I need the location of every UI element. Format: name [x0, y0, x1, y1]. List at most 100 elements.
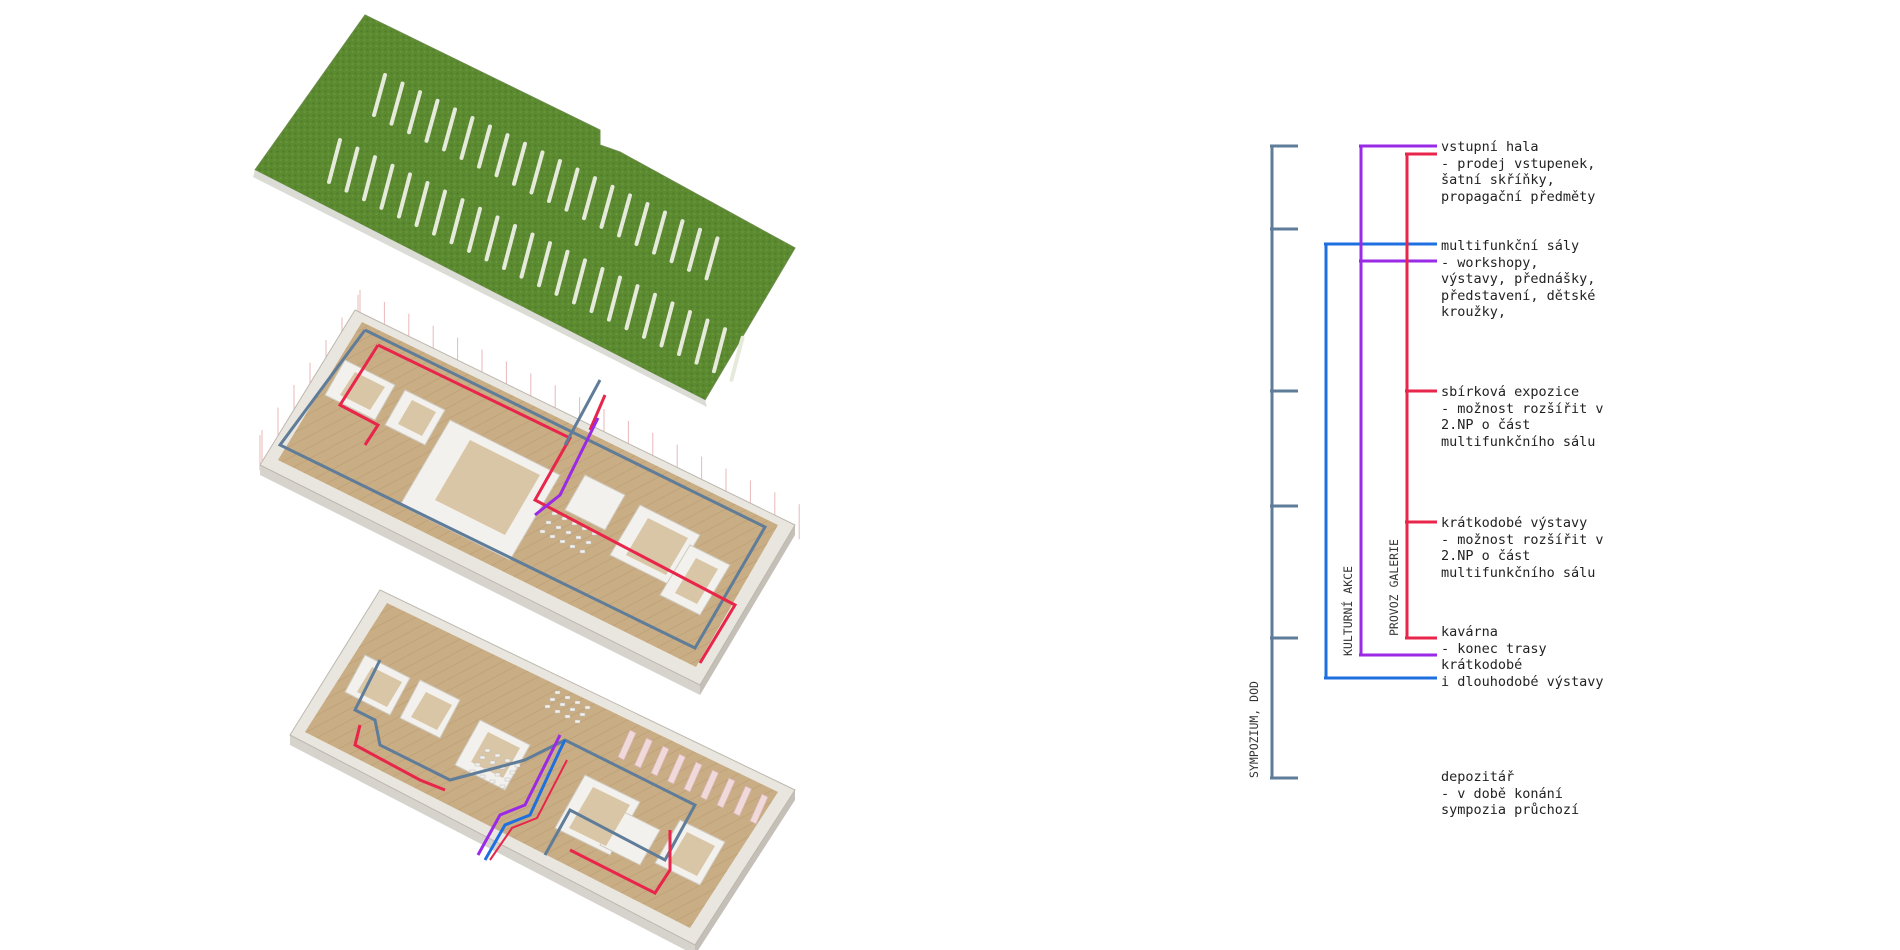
skylight: [327, 138, 342, 184]
program-item-line: kroužky,: [1441, 304, 1506, 320]
upper-floor-room-interiors: [340, 372, 718, 604]
skylight: [459, 116, 475, 160]
ground-floor-slab-edge-right: [695, 790, 795, 950]
skylight: [424, 98, 440, 143]
seat: [579, 712, 586, 717]
exhibition-bracket: [1405, 152, 1437, 640]
upper-floor-level: [259, 290, 800, 695]
skylight: [599, 184, 615, 229]
program-item-sbirkova-expozice: sbírková expozice - možnost rozšířit v 2…: [1441, 384, 1604, 450]
program-item-line: výstavy, přednášky,: [1441, 271, 1595, 287]
skylight: [519, 232, 535, 279]
skylight: [687, 227, 702, 272]
program-item-line: i dlouhodobé výstavy: [1441, 674, 1604, 690]
program-item-line: 2.NP o část: [1441, 548, 1530, 564]
program-item-line: krátkodobé výstavy: [1441, 515, 1587, 531]
symposium-label: SYMPOZIUM, DOD: [1247, 681, 1261, 778]
ground-exhibition-route: [353, 724, 446, 792]
program-item-line: - prodej vstupenek,: [1441, 156, 1595, 172]
skylight: [572, 258, 587, 305]
shelf: [716, 777, 736, 809]
program-item-line: multifunkční sály: [1441, 238, 1579, 254]
skylight: [659, 301, 675, 348]
seat: [555, 525, 562, 530]
cultural-events-bracket: [1324, 242, 1437, 680]
program-item-line: multifunkčního sálu: [1441, 565, 1595, 581]
seat: [499, 784, 506, 789]
skylight: [607, 275, 622, 322]
seating: [539, 511, 598, 554]
seat: [559, 702, 566, 707]
seat: [539, 529, 546, 534]
program-item-kavarna: kavárna - konec trasy krátkodobé i dlouh…: [1441, 624, 1604, 690]
upper-vertical-exhibition: [588, 394, 607, 431]
seat: [569, 544, 576, 549]
ground-cultural-route: [483, 739, 567, 861]
seat: [569, 707, 576, 712]
symposium-bracket: [1270, 144, 1298, 780]
shelf: [732, 785, 753, 817]
ground-gallery-route: [476, 734, 562, 856]
seat: [565, 530, 572, 535]
ground-exhibition-entry: [489, 759, 568, 861]
program-item-multifunkcni-saly: multifunkční sály - workshopy, výstavy, …: [1441, 238, 1595, 320]
skylight: [729, 335, 745, 382]
program-item-line: představení, dětské: [1441, 288, 1595, 304]
skylight: [502, 224, 517, 270]
green-roof-level: [253, 14, 796, 407]
seat: [479, 774, 486, 779]
program-item-line: 2.NP o část: [1441, 417, 1530, 433]
skylight: [617, 193, 632, 238]
seat: [545, 520, 552, 525]
skylight: [564, 167, 580, 212]
skylight: [704, 236, 720, 281]
skylight: [372, 73, 387, 117]
upper-vertical-gallery: [534, 417, 600, 517]
program-item-line: - možnost rozšířit v: [1441, 532, 1604, 548]
upper-vertical-symposium: [563, 379, 602, 446]
seat: [564, 714, 571, 719]
skylight: [432, 189, 447, 236]
program-item-line: - možnost rozšířit v: [1441, 401, 1604, 417]
shelf: [633, 737, 654, 769]
skylight: [477, 124, 492, 169]
seat: [554, 690, 561, 695]
skylight: [554, 249, 570, 296]
upper-symposium-route: [277, 328, 768, 650]
program-item-line: krátkodobé: [1441, 657, 1522, 673]
seat: [549, 697, 556, 702]
program-item-line: depozitář: [1441, 769, 1514, 785]
seat: [584, 705, 591, 710]
seat: [504, 777, 511, 782]
seat: [564, 695, 571, 700]
ground-floor-slab-edge: [290, 735, 695, 950]
program-item-line: sympozia průchozí: [1441, 802, 1579, 818]
skylight: [397, 172, 412, 219]
program-item-line: sbírková expozice: [1441, 384, 1579, 400]
seat: [474, 762, 481, 767]
seat: [585, 540, 592, 545]
upper-floor-slab-edge-right: [700, 525, 795, 695]
seat: [554, 709, 561, 714]
cultural-events-label: KULTURNÍ AKCE: [1340, 566, 1355, 656]
seat: [544, 704, 551, 709]
skylight: [379, 163, 395, 210]
ground-floor-room-interiors: [357, 667, 715, 876]
skylight: [449, 198, 465, 245]
gallery-operation-bracket: [1359, 144, 1437, 657]
program-item-line: - konec trasy: [1441, 641, 1547, 657]
seat: [489, 760, 496, 765]
program-item-line: propagační předměty: [1441, 189, 1595, 205]
upper-exhibition-route-left: [337, 344, 381, 446]
skylight-rows: [327, 73, 745, 382]
seat: [494, 753, 501, 758]
program-diagram: SYMPOZIUM, DOD KULTURNÍ AKCE PROVOZ GALE…: [1247, 139, 1604, 818]
skylight: [712, 327, 727, 374]
skylight: [467, 206, 482, 253]
seat: [575, 535, 582, 540]
depository-shelves: [617, 729, 769, 825]
skylight: [512, 141, 527, 186]
skylight: [669, 219, 685, 264]
skylight: [652, 210, 667, 255]
